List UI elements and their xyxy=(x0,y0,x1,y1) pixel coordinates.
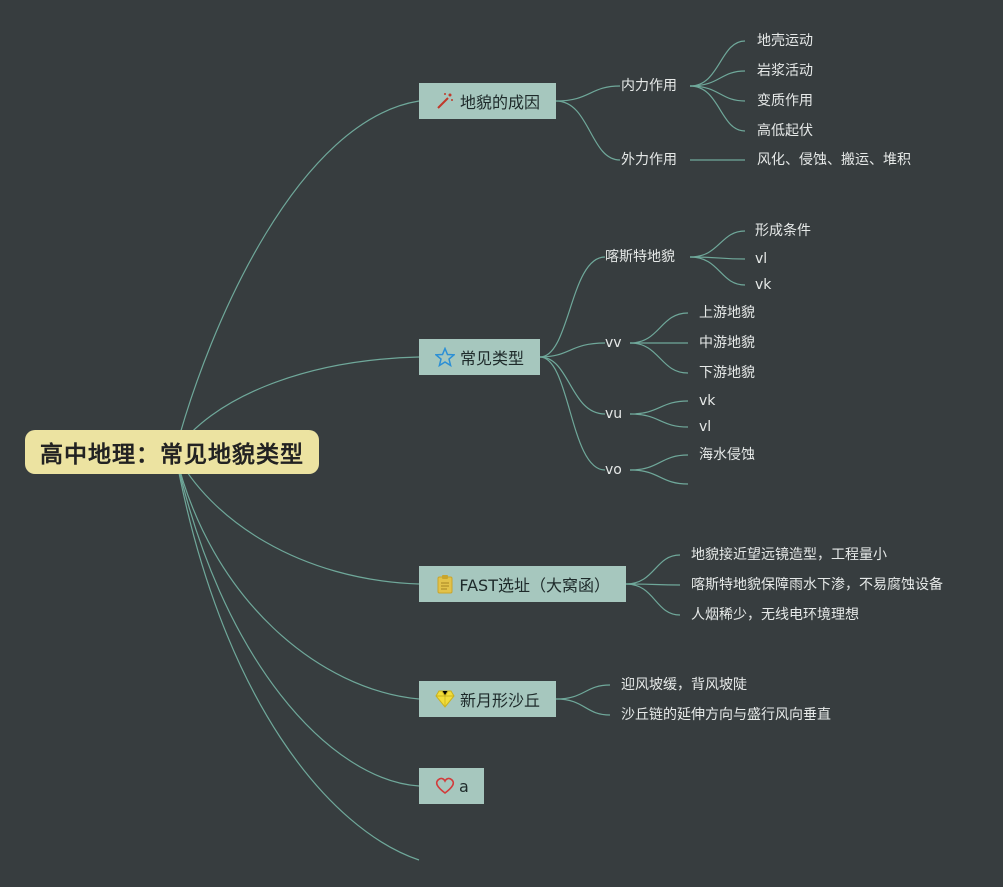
branch-label: 新月形沙丘 xyxy=(459,691,540,710)
leaf[interactable]: vl xyxy=(755,251,768,267)
heart-icon xyxy=(435,775,455,797)
branch-landform-causes[interactable]: 地貌的成因 xyxy=(419,83,556,119)
leaf[interactable]: 风化、侵蚀、搬运、堆积 xyxy=(757,152,911,168)
leaf[interactable]: 喀斯特地貌保障雨水下渗，不易腐蚀设备 xyxy=(691,577,943,593)
branch-label: 地貌的成因 xyxy=(459,93,540,112)
magic-wand-icon xyxy=(435,90,456,112)
node-internal-force[interactable]: 内力作用 xyxy=(621,78,677,94)
node-vo[interactable]: vo xyxy=(605,462,622,478)
root-topic[interactable]: 高中地理：常见地貌类型 xyxy=(25,430,319,474)
node-karst[interactable]: 喀斯特地貌 xyxy=(605,249,675,265)
leaf[interactable]: 沙丘链的延伸方向与盛行风向垂直 xyxy=(621,707,831,723)
diamond-icon xyxy=(435,688,456,710)
branch-label: FAST选址（大窝函） xyxy=(459,576,610,595)
clipboard-icon xyxy=(435,573,455,595)
leaf[interactable]: 迎风坡缓，背风坡陡 xyxy=(621,677,747,693)
node-vu[interactable]: vu xyxy=(605,406,623,422)
branch-fast-site[interactable]: FAST选址（大窝函） xyxy=(419,566,626,602)
node-external-force[interactable]: 外力作用 xyxy=(621,152,677,168)
leaf[interactable]: 形成条件 xyxy=(755,223,811,239)
branch-crescent-dune[interactable]: 新月形沙丘 xyxy=(419,681,556,717)
node-vv[interactable]: vv xyxy=(605,335,622,351)
leaf[interactable]: 地壳运动 xyxy=(757,33,813,49)
leaf[interactable]: 变质作用 xyxy=(757,93,813,109)
leaf[interactable]: vk xyxy=(699,393,716,409)
branch-label: a xyxy=(459,776,469,796)
leaf[interactable]: 岩浆活动 xyxy=(757,63,813,79)
branch-a[interactable]: a xyxy=(419,768,484,804)
leaf[interactable]: vk xyxy=(755,277,772,293)
branch-common-types[interactable]: 常见类型 xyxy=(419,339,540,375)
leaf[interactable]: 高低起伏 xyxy=(757,123,813,139)
leaf[interactable]: 地貌接近望远镜造型，工程量小 xyxy=(691,547,887,563)
star-icon xyxy=(435,346,456,368)
branch-label: 常见类型 xyxy=(459,349,524,368)
leaf[interactable]: 中游地貌 xyxy=(699,335,755,351)
leaf[interactable]: 人烟稀少，无线电环境理想 xyxy=(691,607,859,623)
leaf[interactable]: 下游地貌 xyxy=(699,365,755,381)
leaf[interactable]: 海水侵蚀 xyxy=(699,447,755,463)
leaf[interactable]: vl xyxy=(699,419,712,435)
leaf[interactable]: 上游地貌 xyxy=(699,305,755,321)
